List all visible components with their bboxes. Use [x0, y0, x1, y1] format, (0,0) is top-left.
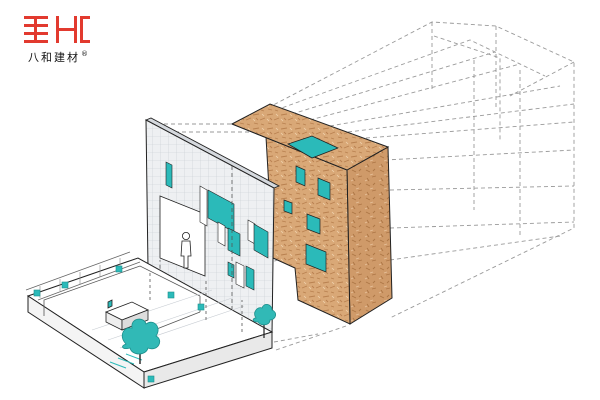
osb-box-side: [346, 146, 393, 325]
osb-window-openings: [283, 165, 331, 273]
tree-icon: [121, 318, 161, 364]
drop-dashline: [149, 270, 243, 332]
brand-logo: 八和建材®: [22, 12, 112, 68]
registered-mark: ®: [81, 50, 88, 59]
courtyard-base: [25, 251, 274, 389]
logo-wordmark: 八和建材®: [28, 49, 88, 65]
logo-text: 八和建材: [28, 51, 80, 64]
ghost-volume-outline: [150, 21, 575, 351]
skylight-opening: [287, 135, 340, 159]
osb-box-front: [231, 123, 351, 325]
courtyard-base-side: [143, 331, 273, 389]
osb-box: [230, 103, 393, 325]
courtyard-railing: [25, 251, 141, 301]
person-figure-icon: [180, 231, 192, 269]
tree-icon: [252, 304, 276, 338]
facade-window-strips: [165, 161, 269, 291]
logo-mark-icon: [24, 16, 90, 43]
dimension-marker-icon: [33, 265, 205, 383]
